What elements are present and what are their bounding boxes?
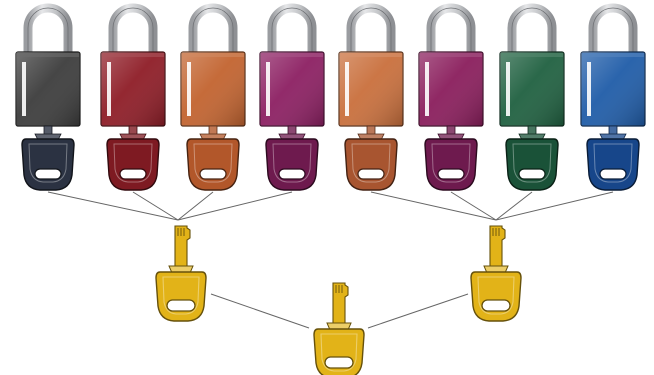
padlock-shackle-outline [350,7,392,54]
padlock [180,3,246,191]
padlock-top-edge [261,53,323,57]
padlock-top-edge [17,53,79,57]
user-key-hole [34,168,62,180]
padlock-row [15,3,646,191]
user-key-hole [199,168,227,180]
master-key-left [155,225,207,322]
padlock-body-sheen [181,52,245,126]
master-key-bevel [477,276,515,315]
padlock-shackle [108,3,158,54]
user-key-bevel [113,143,153,183]
padlock-top-edge [182,53,244,57]
padlock-shackle-outline [592,7,634,54]
user-key-head [586,138,640,191]
master-key-hole [481,299,511,312]
padlock [338,3,404,191]
master-key-hole [324,356,354,369]
padlock-shackle [267,3,317,54]
padlock-body-sheen [339,52,403,126]
master-key-bevel [162,276,200,315]
grand-master-key [313,282,365,375]
user-key-bevel [272,143,312,183]
padlock [580,3,646,191]
master-key-group [155,225,522,375]
connector-line [370,191,497,221]
padlock-body-sheen [260,52,324,126]
user-key-hole [357,168,385,180]
padlock-highlight [506,62,510,116]
padlock-shackle [426,3,476,54]
padlock-highlight [587,62,591,116]
user-key-bevel [431,143,471,183]
master-key-blade [489,225,506,267]
padlock [100,3,166,191]
connector-line [177,191,214,221]
padlock-shackle [507,3,557,54]
user-key-head [505,138,559,191]
master-key-blade [332,282,349,324]
connector-lines [47,191,614,329]
padlock-top-edge [501,53,563,57]
user-key-hole [437,168,465,180]
padlock-top-edge [340,53,402,57]
connector-line [177,191,293,221]
user-key-bevel [593,143,633,183]
padlock-shackle-outline [112,7,154,54]
user-key-head [106,138,160,191]
master-key-right [470,225,522,322]
user-key-head [21,138,75,191]
padlock-body-sheen [101,52,165,126]
master-key-hole [166,299,196,312]
user-key-head [424,138,478,191]
user-key-hole [599,168,627,180]
connector-line [210,293,310,329]
connector-line [47,191,179,221]
padlock-shackle-outline [271,7,313,54]
padlock-shackle-outline [430,7,472,54]
padlock-body-sheen [581,52,645,126]
user-key-bevel [28,143,68,183]
user-key-bevel [512,143,552,183]
padlock-body-sheen [16,52,80,126]
padlock-shackle-outline [192,7,234,54]
user-key-hole [278,168,306,180]
user-key-head [344,138,398,191]
padlock-shackle-outline [27,7,69,54]
padlock-highlight [425,62,429,116]
user-key-head [186,138,240,191]
padlock-highlight [266,62,270,116]
padlock-highlight [107,62,111,116]
padlock-body-sheen [419,52,483,126]
connector-line [495,191,533,221]
padlock-shackle [188,3,238,54]
user-key-bevel [351,143,391,183]
master-key-blade [174,225,191,267]
connector-line [495,191,614,221]
padlock-top-edge [582,53,644,57]
padlock [499,3,565,191]
padlock-body-sheen [500,52,564,126]
user-key-head [265,138,319,191]
padlock-highlight [187,62,191,116]
padlock-shackle [346,3,396,54]
padlock [15,3,81,191]
user-key-hole [119,168,147,180]
padlock [418,3,484,191]
padlock [259,3,325,191]
padlock-highlight [22,62,26,116]
padlock-highlight [345,62,349,116]
padlock-top-edge [102,53,164,57]
connector-line [367,293,469,329]
padlock-shackle [23,3,73,54]
padlock-shackle [588,3,638,54]
padlock-shackle-outline [511,7,553,54]
connector-line [132,191,179,221]
padlock-top-edge [420,53,482,57]
user-key-bevel [193,143,233,183]
master-key-bevel [320,333,358,372]
user-key-hole [518,168,546,180]
connector-line [450,191,497,221]
